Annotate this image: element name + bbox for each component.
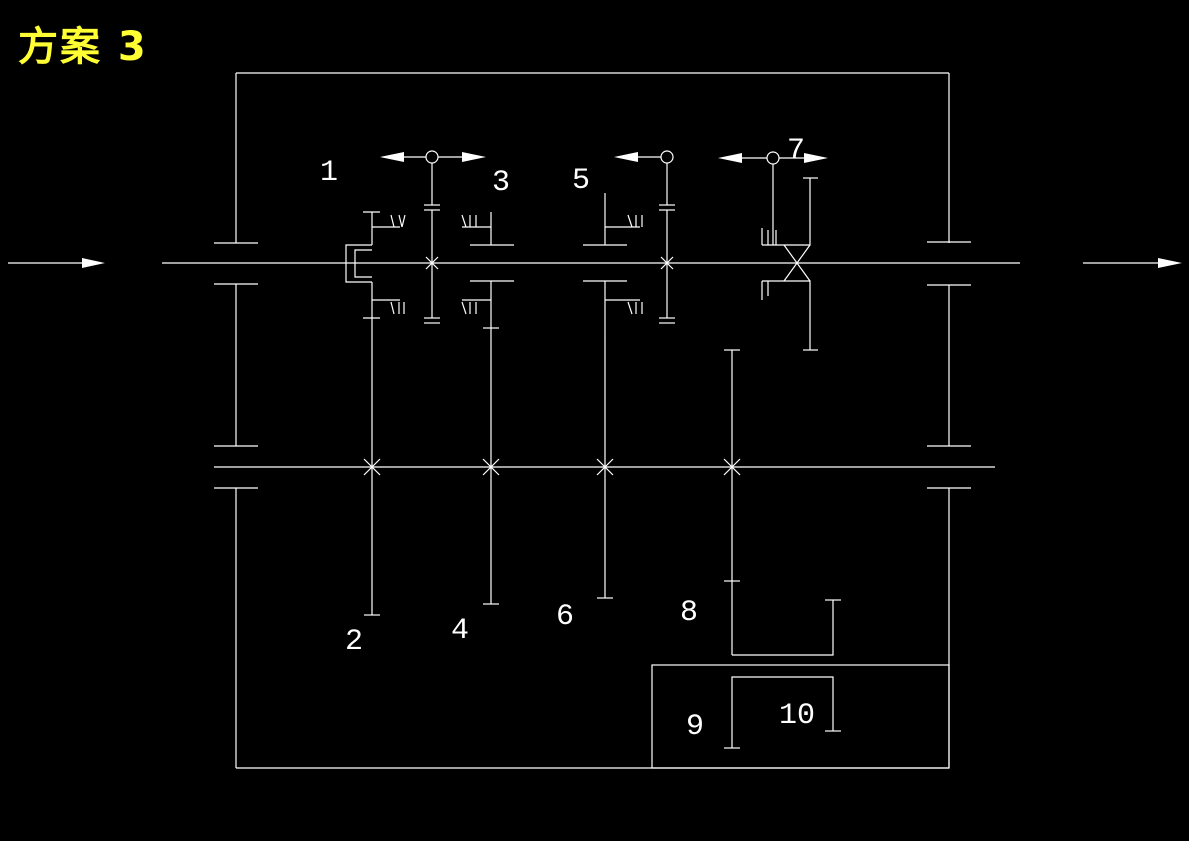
left-bearings [214, 242, 258, 489]
label-9: 9 [686, 710, 704, 744]
synchronizer-5 [659, 150, 675, 324]
shift-arrow-7 [718, 153, 828, 163]
right-bearings [927, 241, 971, 489]
shift-arrow-1-3 [380, 152, 486, 162]
gear-5-main [583, 193, 643, 336]
counter-gear-8 [723, 349, 841, 656]
label-1: 1 [320, 156, 338, 190]
shift-arrow-5 [614, 152, 661, 162]
label-4: 4 [451, 614, 469, 648]
reverse-idler-housing [651, 664, 950, 769]
input-arrow [8, 258, 105, 268]
label-5: 5 [572, 164, 590, 198]
label-3: 3 [492, 166, 510, 200]
scheme-title: 方案 3 [18, 24, 148, 70]
counter-gear-6 [596, 336, 614, 599]
housing [235, 72, 950, 769]
label-7: 7 [787, 134, 805, 168]
label-6: 6 [556, 600, 574, 634]
counter-gear-2 [363, 318, 381, 616]
label-2: 2 [345, 625, 363, 659]
label-8: 8 [680, 596, 698, 630]
synchronizer-1-3 [424, 150, 440, 324]
gear-3-main [461, 212, 514, 329]
reverse-gear-7 [761, 151, 818, 351]
label-10: 10 [779, 699, 815, 733]
gear-1-input [345, 211, 406, 319]
output-arrow [1083, 258, 1182, 268]
counter-gear-4 [482, 328, 500, 605]
